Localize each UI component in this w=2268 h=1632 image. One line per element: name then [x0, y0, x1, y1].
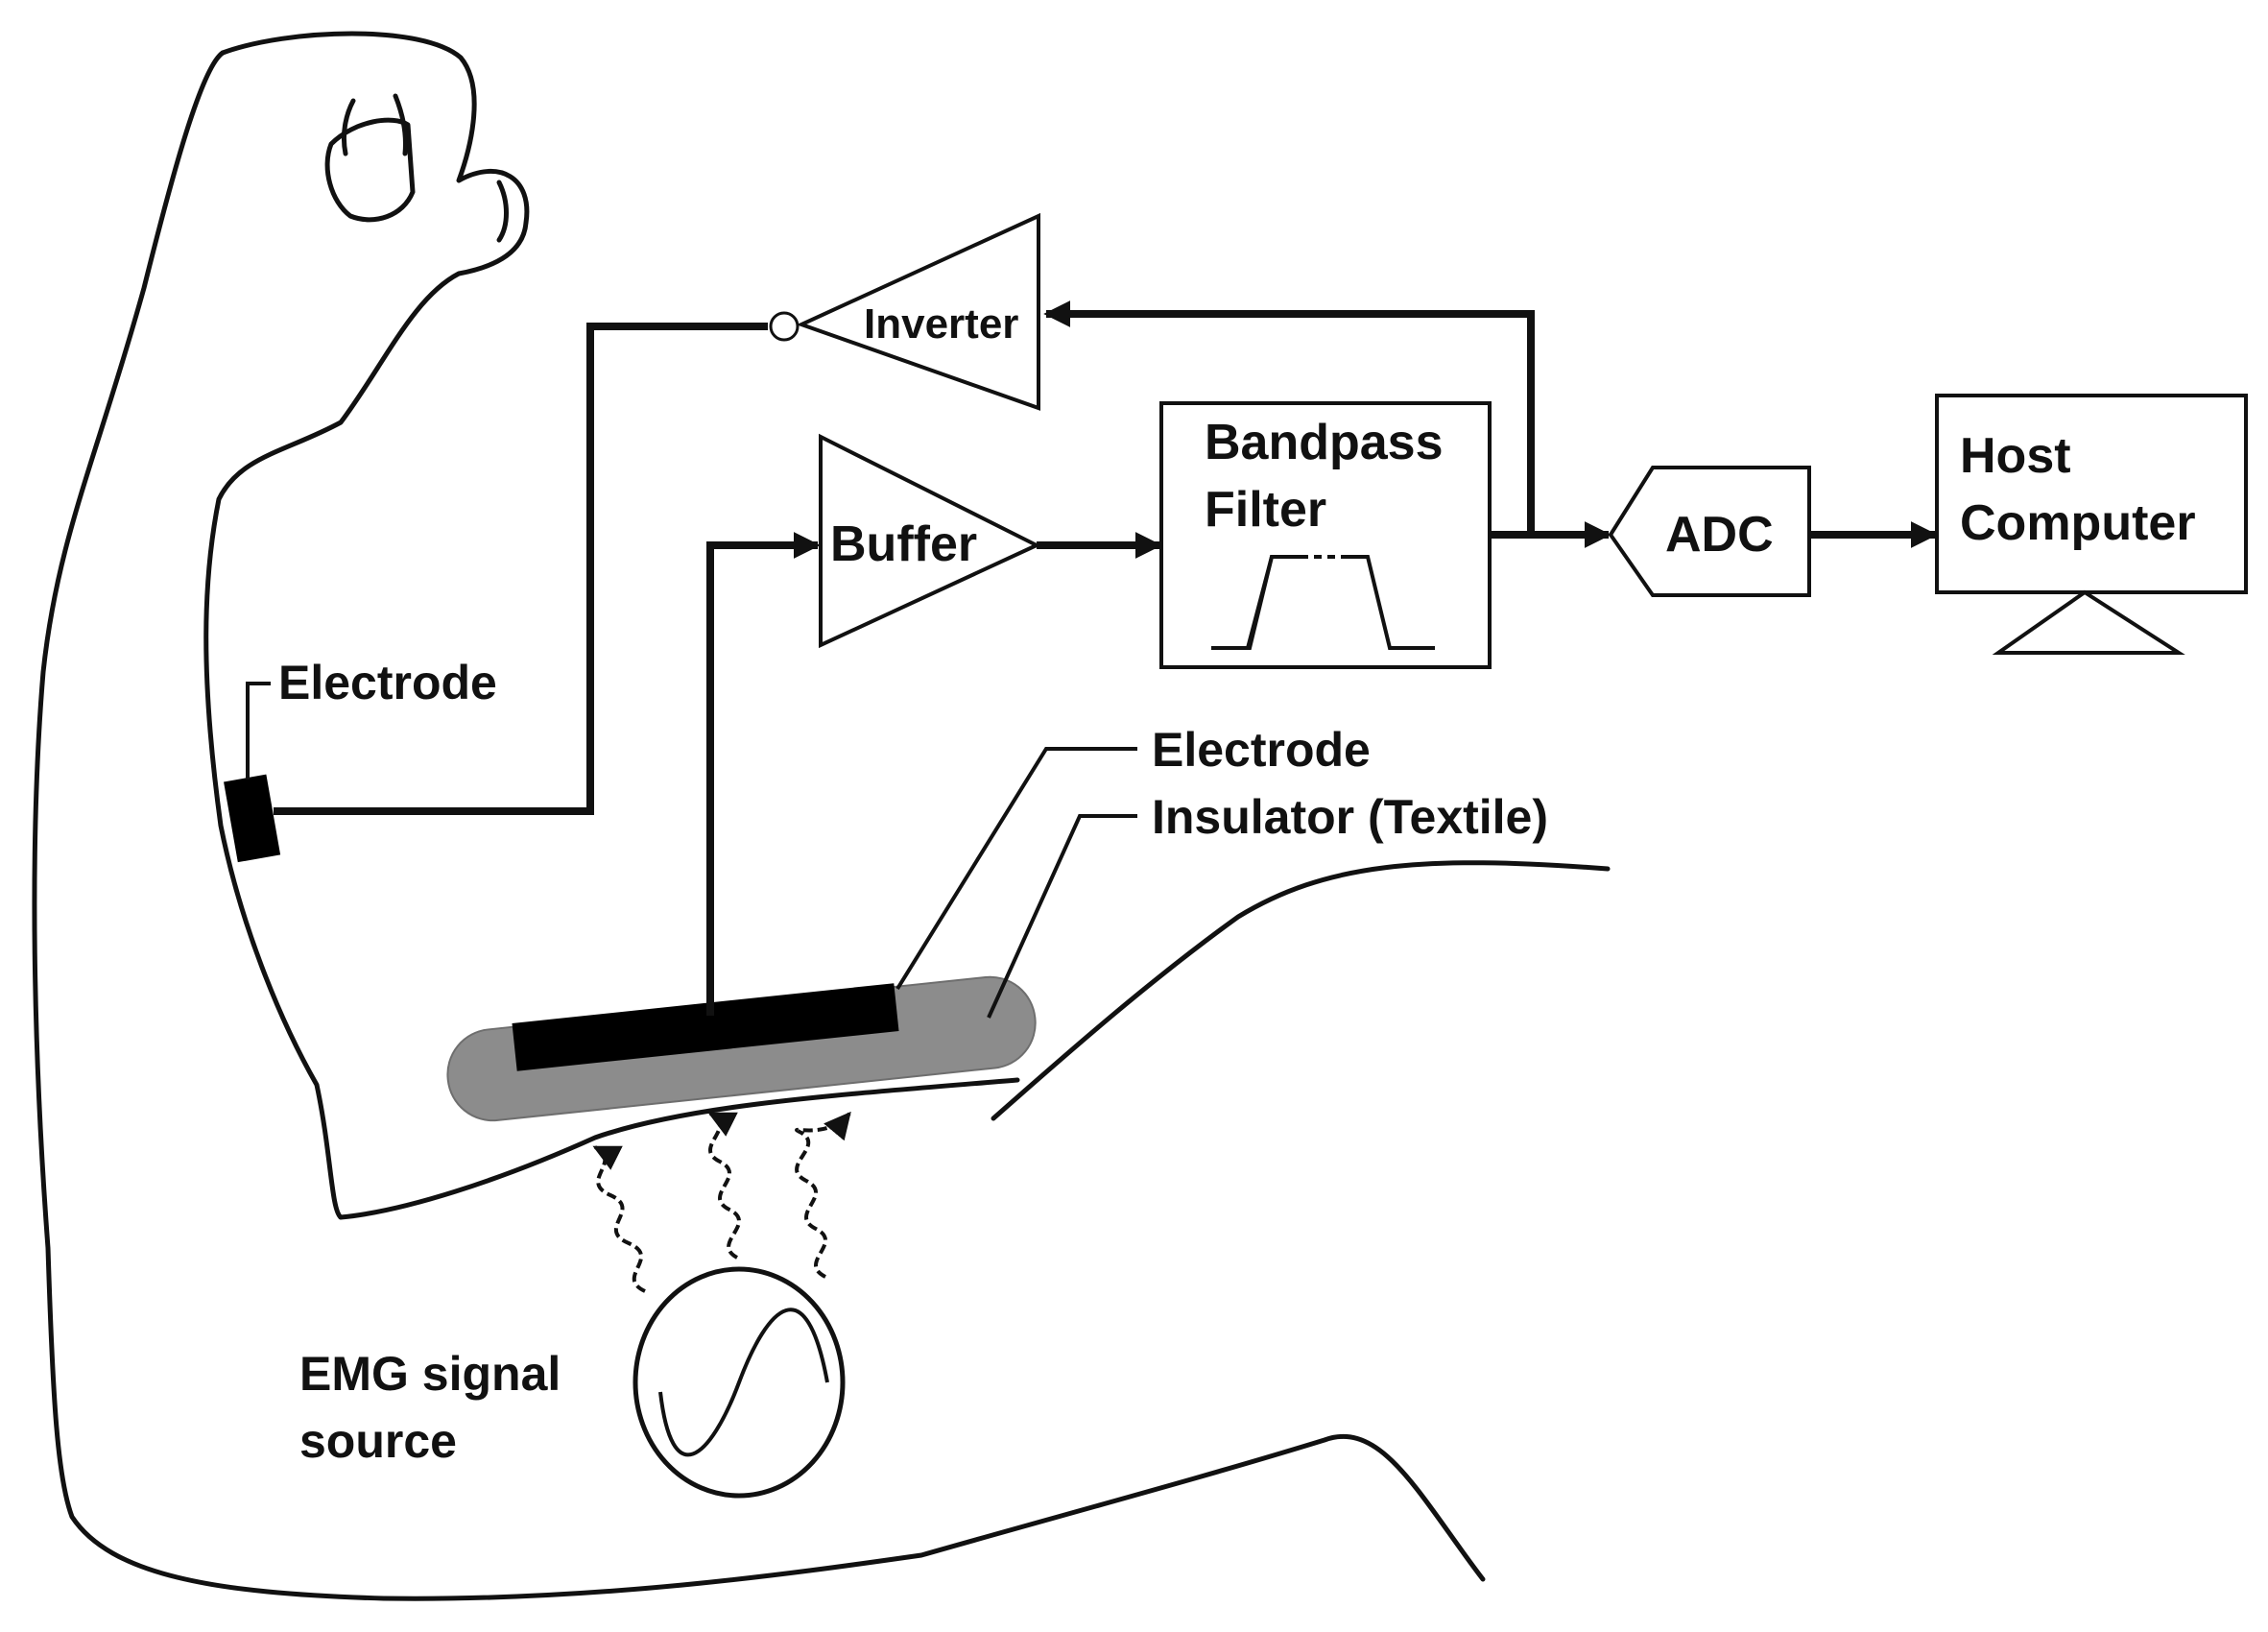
- fist-knuckle: [324, 117, 416, 223]
- bandpass-filter-block: Bandpass Filter: [1159, 401, 1492, 669]
- host-computer-label-line1: Host: [1960, 428, 2071, 484]
- sensing-to-buffer-wire: [706, 532, 821, 1016]
- wavy-arrow-left: [592, 1145, 646, 1293]
- feedback-to-inverter-wire: [1043, 300, 1535, 535]
- host-computer-monitor: [1935, 394, 2248, 594]
- bandpass-filter-box: [1159, 401, 1492, 669]
- bandpass-filter-label-line1: Bandpass: [1205, 415, 1444, 470]
- arm-outer-outline: [203, 31, 530, 1220]
- emg-source-label-line1: EMG signal: [299, 1347, 561, 1401]
- wavy-arrow-right: [795, 1111, 851, 1279]
- host-computer-stand: [1992, 589, 2185, 655]
- emg-propagation-arrows: [592, 1111, 851, 1293]
- adc-block: ADC: [1608, 466, 1811, 597]
- leader-lines: [246, 682, 1137, 1019]
- inverter-block: Inverter: [769, 212, 1040, 411]
- buffer-block: Buffer: [819, 433, 1041, 649]
- bandpass-response-left: [1211, 555, 1301, 650]
- adc-label: ADC: [1665, 507, 1774, 563]
- wavy-arrow-center: [707, 1112, 741, 1260]
- fist-finger-2: [393, 93, 408, 156]
- host-computer-block: Host Computer: [1935, 394, 2248, 655]
- adc-shape: [1608, 466, 1811, 597]
- emg-source-sine-wave: [658, 1308, 829, 1457]
- sensing-electrode-leader: [895, 747, 1137, 991]
- insulator-label: Insulator (Textile): [1152, 790, 1548, 844]
- fist-finger-1: [341, 98, 356, 156]
- bandpass-filter-label-line2: Filter: [1205, 482, 1326, 538]
- sensing-electrode-plate: [512, 983, 899, 1071]
- reference-electrode-wire: [274, 323, 768, 815]
- buffer-triangle: [819, 433, 1041, 649]
- emg-source-label-line2: source: [299, 1414, 457, 1468]
- inverter-label: Inverter: [864, 300, 1018, 348]
- arm-inner-outline: [32, 50, 1486, 1601]
- bandpass-response-right: [1344, 555, 1435, 650]
- bicep-lower-outline: [338, 1077, 1020, 1220]
- insulator-leader: [987, 814, 1137, 1019]
- arm-illustration: [32, 31, 1611, 1601]
- reference-electrode-label: Electrode: [278, 656, 497, 709]
- inverter-bubble: [769, 311, 800, 342]
- electrode-assembly: [224, 774, 1037, 1122]
- forearm-bottom-outline: [991, 860, 1611, 1121]
- sensing-electrode-label: Electrode: [1152, 723, 1371, 777]
- fist-thumb-crease: [496, 180, 509, 243]
- host-computer-label-line2: Computer: [1960, 495, 2196, 551]
- reference-electrode-leader: [246, 682, 271, 780]
- reference-electrode-pad: [224, 774, 281, 863]
- inverter-triangle: [796, 212, 1040, 411]
- signal-wiring: [274, 300, 1938, 1016]
- buffer-label: Buffer: [830, 516, 977, 572]
- emg-signal-source: [633, 1266, 846, 1499]
